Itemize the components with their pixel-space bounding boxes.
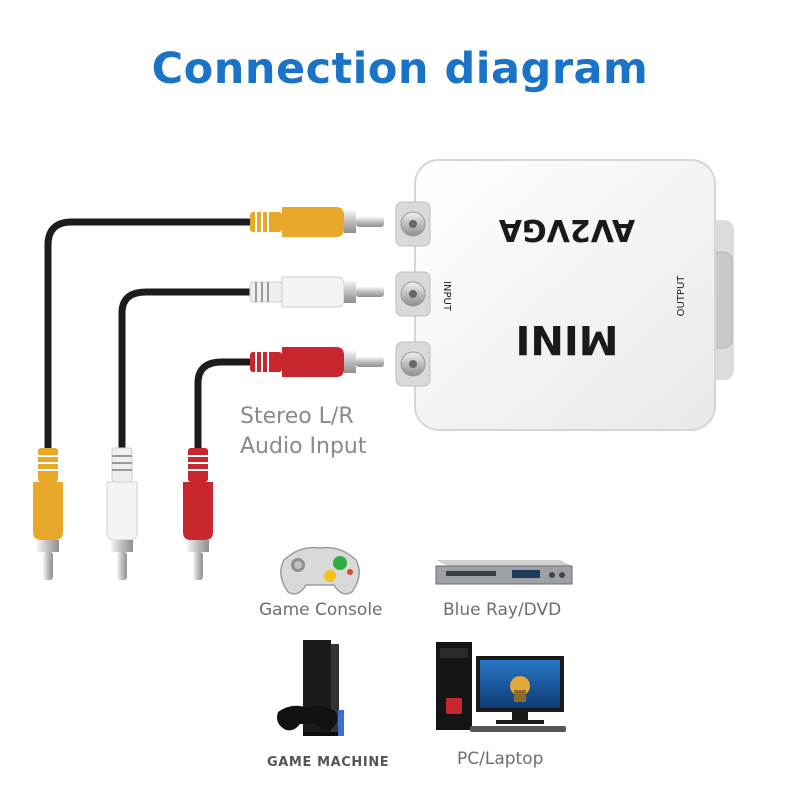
red-rca-plug-horizontal: [250, 347, 384, 377]
pc-monitor-icon: [436, 642, 566, 732]
white-rca-plug-vertical: [106, 447, 138, 580]
audio-input-label-line2: Audio Input: [240, 434, 367, 459]
white-rca-plug-horizontal: [249, 276, 384, 308]
av2vga-adapter: AV2VGA MINI INPUT OUTPUT: [395, 159, 734, 431]
adapter-model-label: MINI: [515, 316, 618, 362]
adapter-brand-label: AV2VGA: [498, 212, 635, 247]
dvd-player-icon: [435, 560, 573, 585]
pc-laptop-label: PC/Laptop: [457, 749, 544, 769]
yellow-rca-plug-vertical: [33, 448, 63, 580]
rca-cables: [44, 218, 256, 456]
page-title: Connection diagram: [151, 44, 649, 94]
adapter-input-label: INPUT: [441, 281, 452, 312]
game-machine-icon: [277, 640, 344, 736]
rca-socket-2: [395, 271, 431, 317]
game-console-label: Game Console: [259, 600, 383, 620]
red-rca-plug-vertical: [183, 448, 213, 580]
red-cable: [194, 358, 256, 456]
yellow-rca-plug-horizontal: [250, 207, 384, 237]
rca-socket-3: [395, 341, 431, 387]
adapter-output-label: OUTPUT: [676, 275, 687, 317]
gamepad-icon: [280, 546, 360, 595]
yellow-cable: [44, 218, 256, 456]
white-cable: [118, 288, 256, 456]
audio-input-label: Stereo L/R Audio Input: [240, 402, 367, 462]
audio-input-label-line1: Stereo L/R: [240, 404, 354, 429]
blue-ray-dvd-label: Blue Ray/DVD: [443, 600, 562, 620]
rca-socket-1: [395, 201, 431, 247]
game-machine-label: GAME MACHINE: [267, 755, 390, 770]
